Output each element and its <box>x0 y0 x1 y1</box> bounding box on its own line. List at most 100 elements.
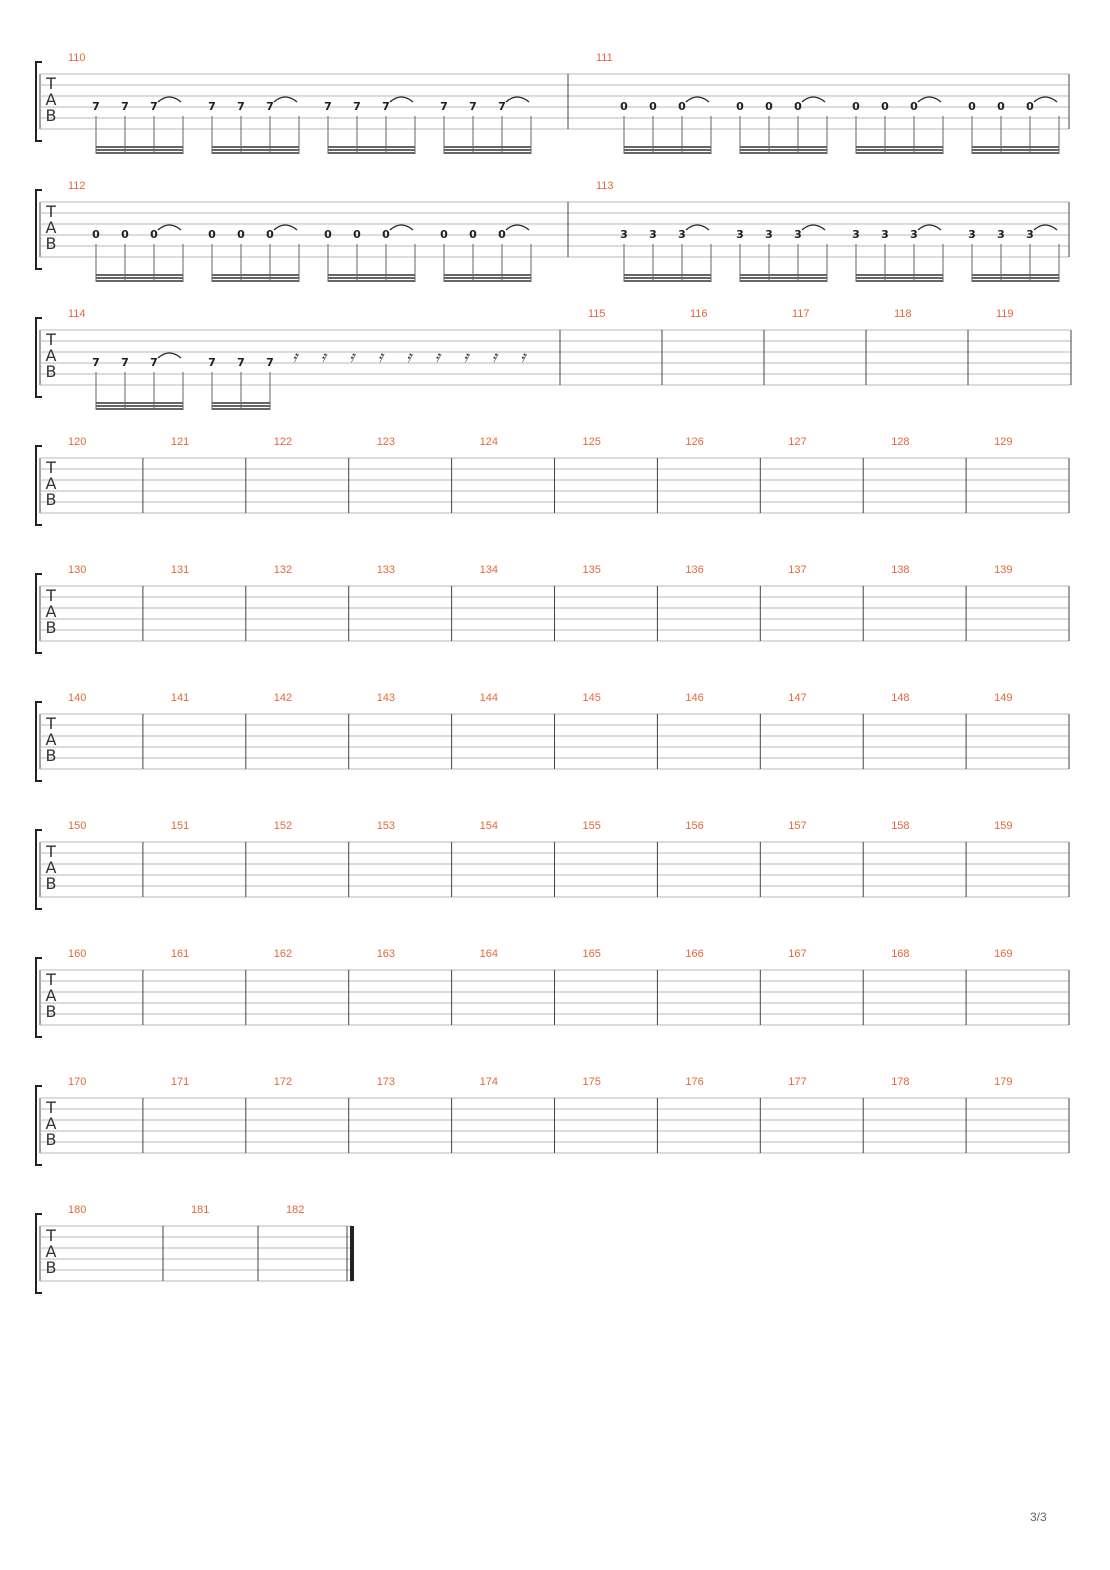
tie-arc <box>685 96 710 103</box>
tab-clef-letter: A <box>46 1242 57 1261</box>
sixteenth-rest: 𝄿 <box>350 347 357 366</box>
measure-number: 134 <box>480 564 498 576</box>
measure-number: 180 <box>68 1204 86 1216</box>
tie-arc <box>1033 96 1058 103</box>
fret-number: 7 <box>469 100 477 113</box>
measure-number: 143 <box>377 692 395 704</box>
measure-number: 174 <box>480 1076 498 1088</box>
measure-number: 168 <box>891 948 909 960</box>
tie-arc <box>157 352 182 359</box>
measure-number: 164 <box>480 948 498 960</box>
measure-number: 155 <box>583 820 601 832</box>
system-bracket <box>35 829 42 910</box>
system-bracket <box>35 61 42 142</box>
sixteenth-rest: 𝄿 <box>407 347 414 366</box>
measure-number: 113 <box>596 180 614 192</box>
fret-number: 7 <box>324 100 332 113</box>
fret-number: 0 <box>997 100 1005 113</box>
measure-number: 148 <box>891 692 909 704</box>
fret-number: 3 <box>649 228 657 241</box>
tab-clef-letter: A <box>46 218 57 237</box>
measure-number: 149 <box>994 692 1012 704</box>
measure-number: 146 <box>685 692 703 704</box>
tab-clef-letter: A <box>46 602 57 621</box>
tab-clef-letter: A <box>46 986 57 1005</box>
measure-number: 162 <box>274 948 292 960</box>
measure-number: 182 <box>286 1204 304 1216</box>
measure-number: 132 <box>274 564 292 576</box>
tab-clef-letter: A <box>46 858 57 877</box>
tie-arc <box>505 224 530 231</box>
fret-number: 7 <box>121 356 129 369</box>
sixteenth-rest: 𝄿 <box>464 347 471 366</box>
measure-number: 123 <box>377 436 395 448</box>
tab-clef-letter: A <box>46 730 57 749</box>
measure-number: 169 <box>994 948 1012 960</box>
system-bracket <box>35 445 42 526</box>
measure-number: 138 <box>891 564 909 576</box>
measure-number: 128 <box>891 436 909 448</box>
tie-arc <box>685 224 710 231</box>
tab-clef-letter: B <box>46 1130 57 1149</box>
sixteenth-rest: 𝄿 <box>492 347 499 366</box>
measure-number: 116 <box>690 308 708 320</box>
fret-number: 7 <box>266 100 274 113</box>
fret-number: 7 <box>237 356 245 369</box>
tab-clef-letter: B <box>46 874 57 893</box>
measure-number: 117 <box>792 308 810 320</box>
measure-number: 135 <box>583 564 601 576</box>
fret-number: 3 <box>794 228 802 241</box>
tab-clef-letter: T <box>45 74 56 93</box>
measure-number: 114 <box>68 308 86 320</box>
measure-number: 172 <box>274 1076 292 1088</box>
tie-arc <box>801 224 826 231</box>
measure-number: 112 <box>68 180 86 192</box>
fret-number: 0 <box>440 228 448 241</box>
sixteenth-rest: 𝄿 <box>378 347 385 366</box>
tab-clef-letter: T <box>45 1098 56 1117</box>
tie-arc <box>389 96 414 103</box>
measure-number: 151 <box>171 820 189 832</box>
measure-number: 133 <box>377 564 395 576</box>
fret-number: 3 <box>736 228 744 241</box>
measure-number: 176 <box>685 1076 703 1088</box>
measure-number: 139 <box>994 564 1012 576</box>
tie-arc <box>917 96 942 103</box>
fret-number: 0 <box>794 100 802 113</box>
fret-number: 7 <box>498 100 506 113</box>
measure-number: 121 <box>171 436 189 448</box>
tab-clef-letter: T <box>45 330 56 349</box>
measure-number: 150 <box>68 820 86 832</box>
fret-number: 0 <box>649 100 657 113</box>
tab-clef-letter: T <box>45 458 56 477</box>
tie-arc <box>801 96 826 103</box>
system-bracket <box>35 957 42 1038</box>
sixteenth-rest: 𝄿 <box>293 347 300 366</box>
tab-clef-letter: T <box>45 842 56 861</box>
measure-number: 120 <box>68 436 86 448</box>
tab-clef-letter: T <box>45 586 56 605</box>
fret-number: 0 <box>1026 100 1034 113</box>
tab-clef-letter: B <box>46 234 57 253</box>
measure-number: 161 <box>171 948 189 960</box>
system-bracket <box>35 317 42 398</box>
system-bracket <box>35 1213 42 1294</box>
fret-number: 7 <box>353 100 361 113</box>
measure-number: 110 <box>68 52 86 64</box>
tie-arc <box>157 96 182 103</box>
measure-number: 144 <box>480 692 498 704</box>
measure-number: 154 <box>480 820 498 832</box>
fret-number: 7 <box>266 356 274 369</box>
tab-clef-letter: A <box>46 474 57 493</box>
measure-number: 142 <box>274 692 292 704</box>
tie-arc <box>1033 224 1058 231</box>
fret-number: 0 <box>852 100 860 113</box>
fret-number: 0 <box>121 228 129 241</box>
measure-number: 157 <box>788 820 806 832</box>
